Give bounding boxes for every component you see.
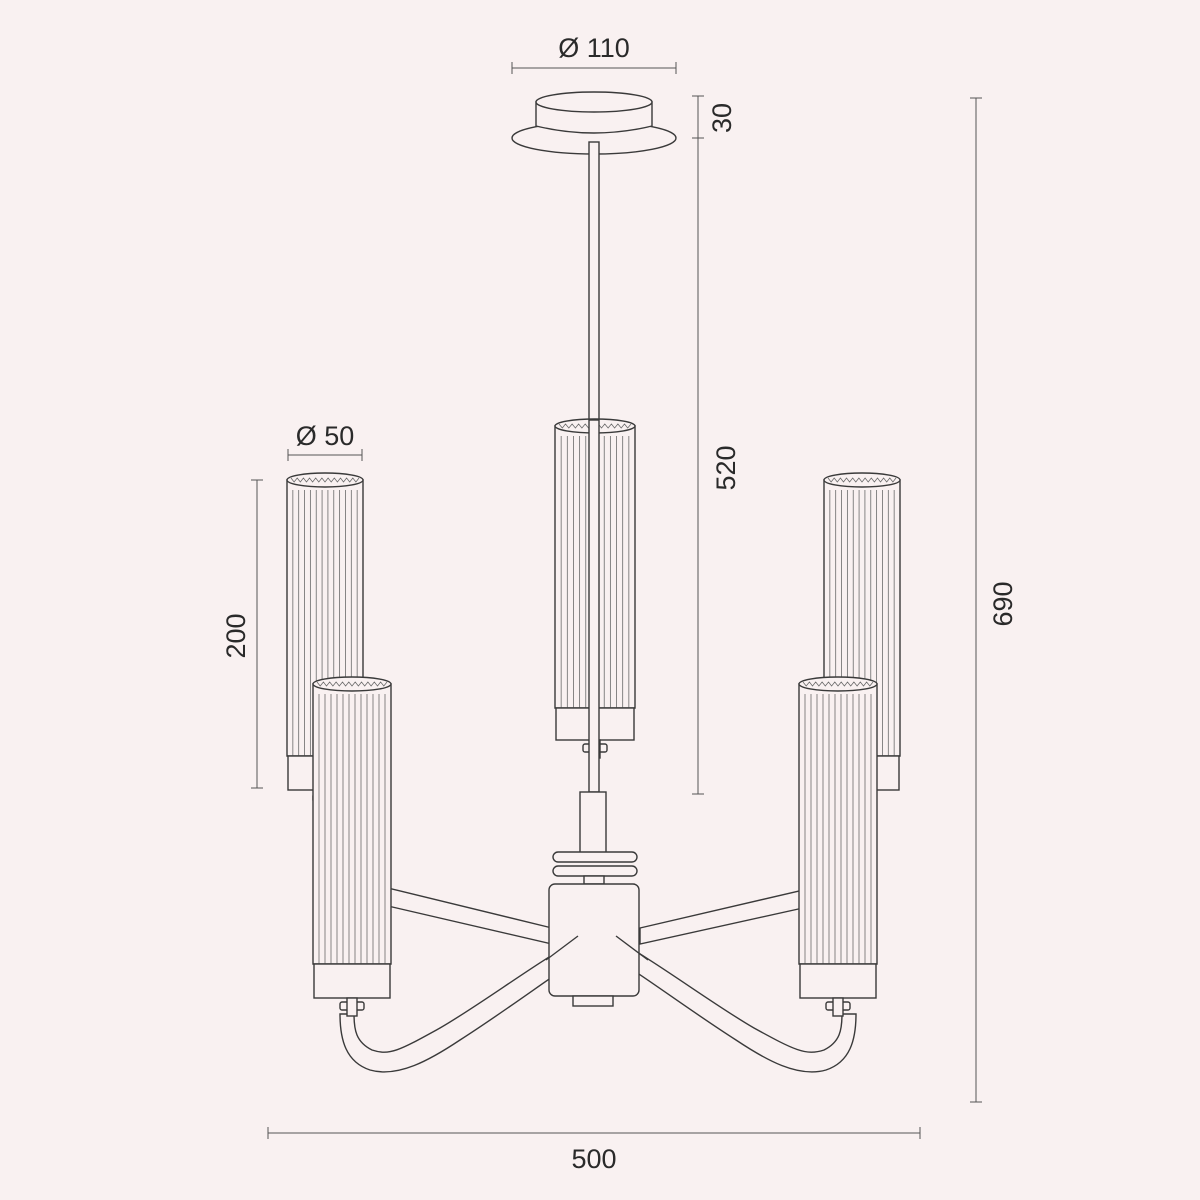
shade-rim [286,472,364,488]
front-arm-left [339,938,579,1073]
shade-rim [823,472,901,488]
drop-length-label: 520 [711,445,741,490]
canopy-height-label: 30 [707,103,737,133]
front-arm-right [615,938,857,1073]
shade-height-label: 200 [221,613,251,658]
shade-cap [799,963,877,999]
arm-joints [545,935,649,961]
dimension-canopy-height: 30 [692,95,737,139]
total-width-label: 500 [571,1144,616,1174]
dimension-shade-height: 200 [221,479,263,789]
shade-rim [312,676,392,692]
shade-front-left [312,676,392,1017]
shade-front-right [798,676,878,1017]
shade-rim-edge [802,681,874,687]
suspension-rod [588,141,600,433]
dimension-total-width: 500 [267,1127,921,1174]
dimension-total-height: 690 [970,97,1018,1103]
total-height-label: 690 [988,581,1018,626]
shade-diameter-label: Ø 50 [296,421,355,451]
dimension-canopy-diameter: Ø 110 [511,33,677,74]
shade-rim-edge [316,681,388,687]
central-hub [548,791,640,1007]
shade-socket-stem [346,997,358,1017]
shade-socket-stem [832,997,844,1017]
shade-cap [313,963,391,999]
shade-rim [798,676,878,692]
shade-rim-edge [290,477,360,483]
canopy-diameter-label: Ø 110 [558,33,630,63]
suspension-rod-front [588,419,600,793]
shade-rim-edge [827,477,897,483]
ceiling-canopy [511,91,677,155]
dimension-drop-length: 520 [692,138,741,795]
dimension-shade-diameter: Ø 50 [287,421,363,461]
